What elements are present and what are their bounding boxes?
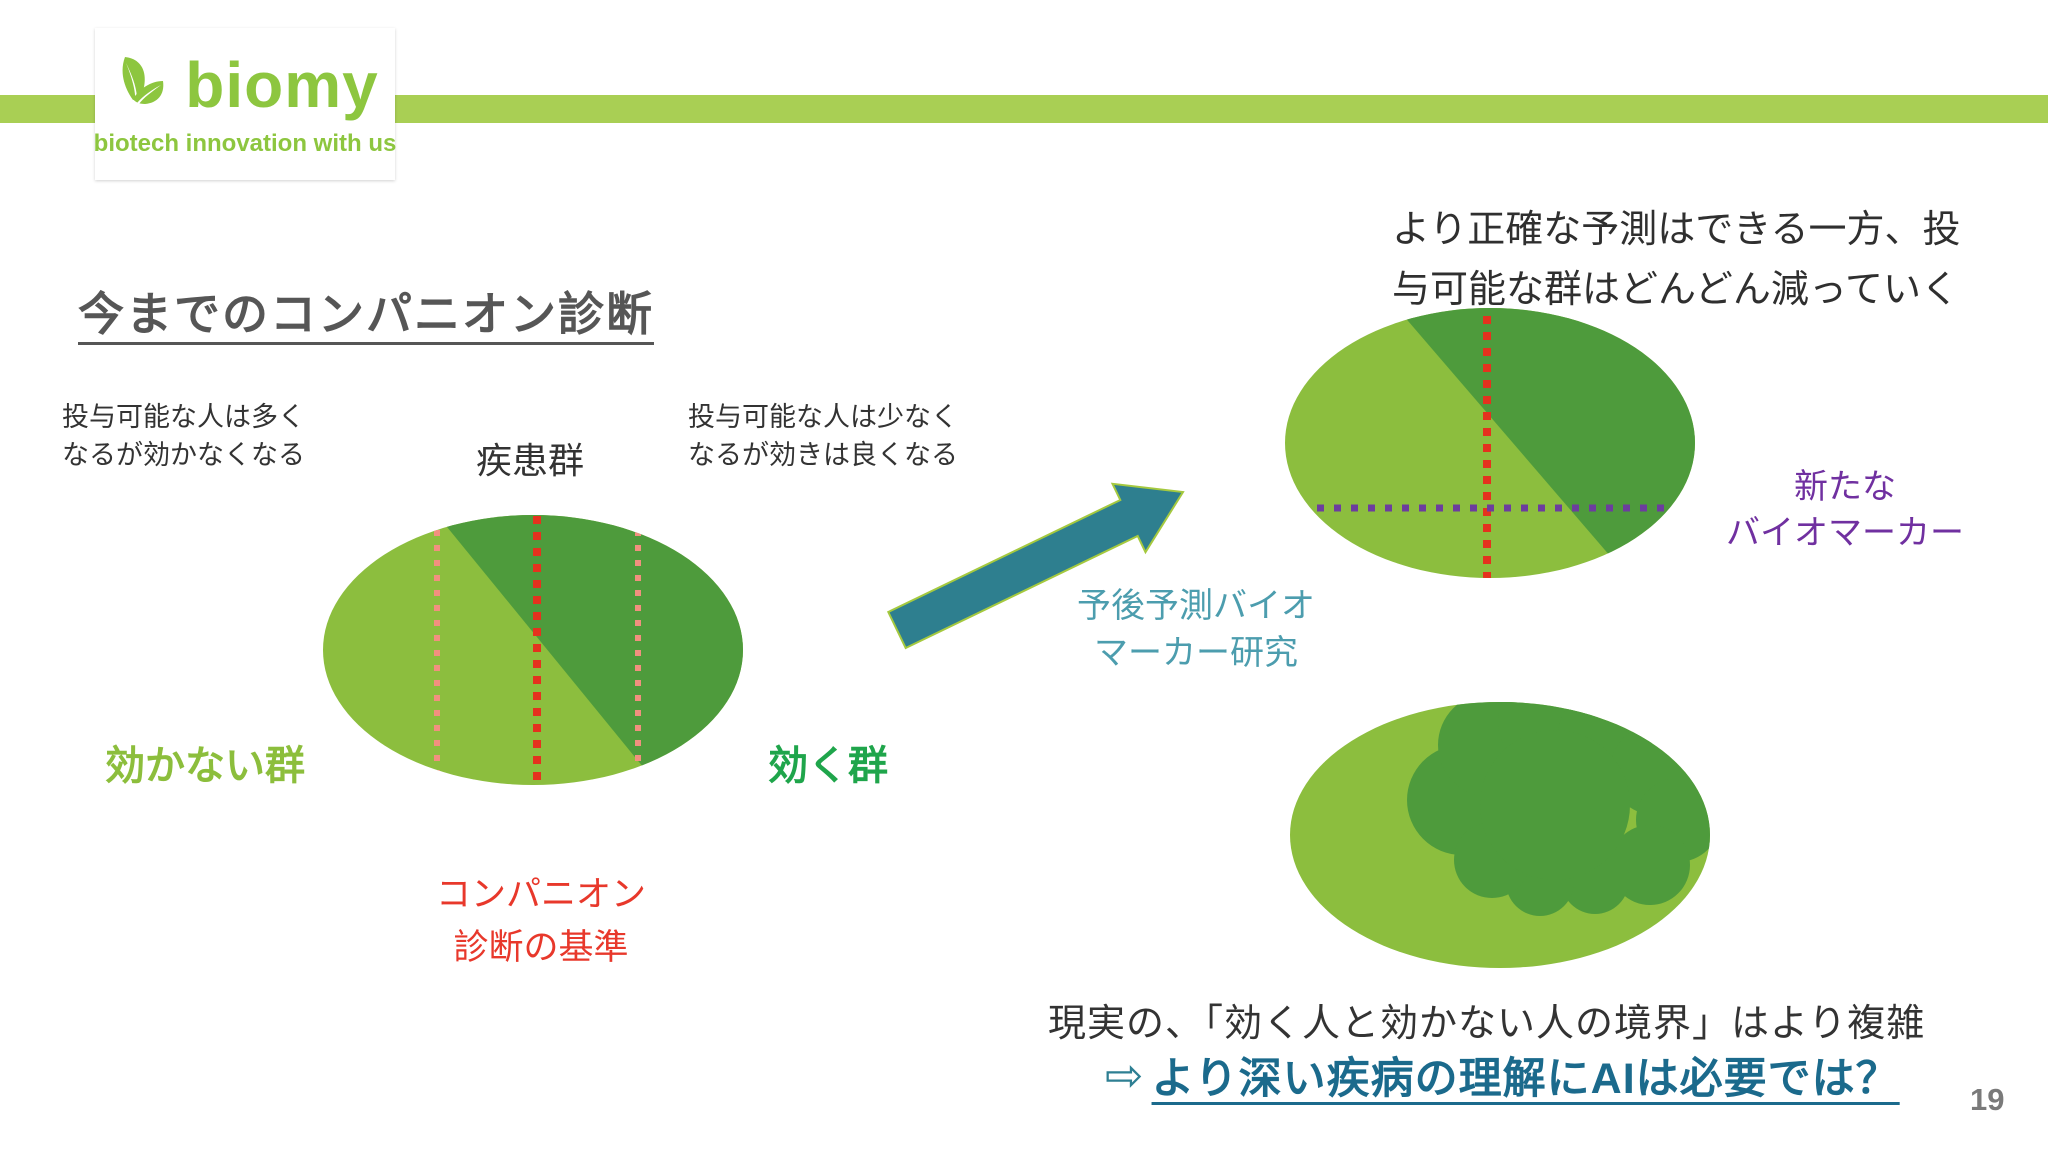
effect-group-label: 効く群 — [768, 744, 888, 788]
logo-wordmark: biomy — [185, 49, 379, 121]
caption-few-patients: 投与可能な人は少なく なるが効きは良くなる — [688, 402, 958, 470]
left-ellipse-diagram — [323, 515, 743, 785]
leaf-logo-icon — [111, 51, 175, 120]
page-number: 19 — [1970, 1082, 2005, 1117]
conclusion-row: ⇨ より深い疾病の理解にAIは必要では？ — [1105, 1044, 1900, 1106]
logo: biomy biotech innovation with us — [93, 28, 397, 180]
right-bottom-ellipse-diagram — [1290, 702, 1710, 968]
transition-arrow — [886, 482, 1185, 650]
caption-many-patients: 投与可能な人は多く なるが効かなくなる — [62, 402, 305, 470]
reality-statement: 現実の、「効く人と効かない人の境界」はより複雑 — [1048, 1003, 1926, 1045]
conclusion-statement: より深い疾病の理解にAIは必要では？ — [1151, 1055, 1900, 1103]
right-top-ellipse-diagram — [1285, 308, 1695, 578]
accurate-prediction-caption: より正確な予測はできる一方、投 与可能な群はどんどん減っていく — [1392, 209, 1961, 311]
new-biomarker-label: 新たな バイオマーカー — [1726, 468, 1964, 552]
prognosis-biomarker-label: 予後予測バイオ マーカー研究 — [1077, 587, 1315, 672]
no-effect-group-label: 効かない群 — [105, 744, 305, 788]
page-title: 今までのコンパニオン診断 — [78, 288, 654, 340]
logo-tagline: biotech innovation with us — [93, 129, 397, 157]
companion-criteria-label: コンパニオン 診断の基準 — [435, 875, 647, 967]
disease-group-label: 疾患群 — [475, 440, 585, 481]
right-arrow-icon: ⇨ — [1105, 1049, 1144, 1101]
